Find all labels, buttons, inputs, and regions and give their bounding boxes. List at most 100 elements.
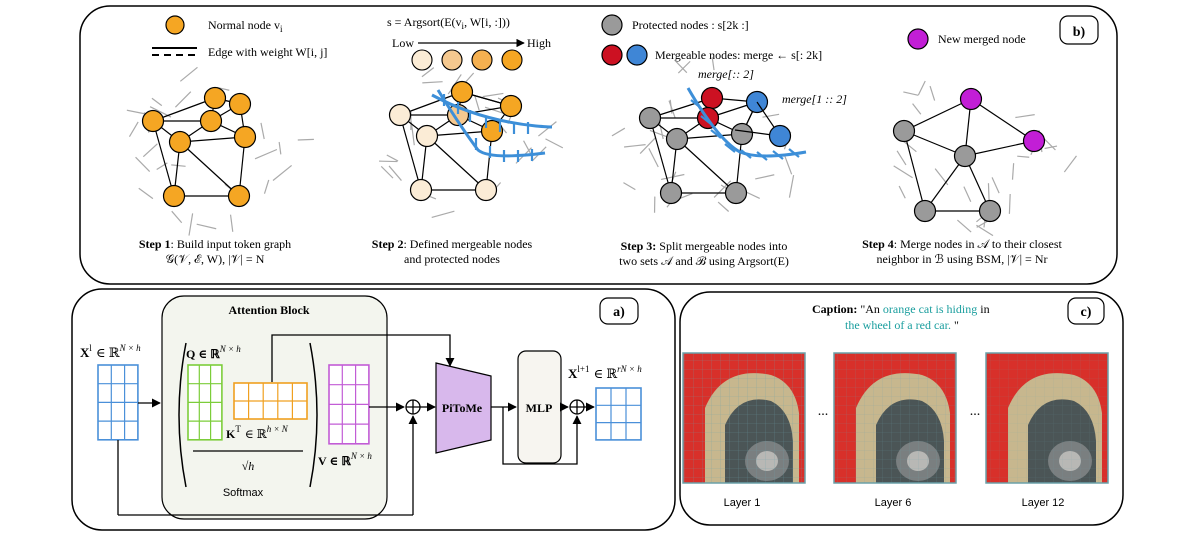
cut-tick: [772, 150, 784, 160]
ellipsis-2: ...: [970, 404, 981, 419]
graph-node: [499, 94, 523, 118]
legend-normal-node-icon: [165, 15, 185, 35]
graph-edge: [903, 130, 926, 212]
softmax-label: Softmax: [223, 487, 264, 499]
panel-b-badge: b): [1073, 25, 1086, 40]
layer-label-6: Layer 6: [875, 497, 912, 509]
caption-highlight-1: orange cat is hiding: [883, 302, 977, 316]
argsort-high: High: [527, 36, 551, 50]
cut-tick: [756, 151, 768, 161]
argsort-low: Low: [392, 36, 414, 50]
step2-line2: and protected nodes: [404, 252, 500, 266]
noise-edge: [421, 67, 435, 78]
graph-step-4: [892, 80, 1077, 237]
thumb-layer-6-grid: [834, 353, 956, 483]
graph-node: [659, 181, 683, 205]
noise-edge: [1011, 163, 1015, 180]
cut-tick: [788, 148, 800, 158]
caption-mid: in: [977, 302, 989, 316]
residual-add-2-plus: [570, 400, 584, 414]
cut-tick: [710, 129, 722, 139]
step3-bold: Step 3:: [621, 239, 657, 253]
noise-edge: [623, 182, 636, 191]
step1-line2: 𝒢(𝒱, ℰ, W), |𝒱| = N: [166, 252, 265, 266]
token-graphs: [126, 57, 1077, 237]
q-dim: N × h: [219, 344, 242, 354]
q-label: Q ∈ ℝ: [186, 347, 220, 361]
argsort-formula: s = Argsort(E(v: [387, 15, 462, 29]
k-dim: h × N: [267, 424, 289, 434]
x-out-label: X: [568, 366, 578, 381]
cut-curve-step2b: [436, 89, 546, 158]
x-out-sup: l+1: [577, 364, 589, 374]
graph-edge: [964, 140, 1035, 157]
graph-node: [638, 106, 662, 130]
noise-edge: [386, 154, 399, 162]
noise-edge: [229, 214, 234, 232]
graph-node: [162, 184, 186, 208]
noise-edge: [135, 156, 151, 172]
noise-edge: [639, 137, 656, 154]
flow-lines: [117, 334, 595, 516]
step2-line1: : Defined mergeable nodes: [403, 237, 532, 251]
noise-edge: [711, 57, 715, 71]
graph-node: [199, 109, 223, 133]
x-out-space: ∈ ℝ: [593, 366, 618, 381]
layer-label-1: Layer 1: [724, 497, 761, 509]
legend-mergeable: Mergeable nodes: merge ← s[: 2k]: [655, 48, 822, 62]
caption-quote-close: ": [951, 318, 959, 332]
noise-edge: [788, 175, 795, 198]
step1-bold: Step 1: [139, 237, 171, 251]
graph-edge: [426, 135, 487, 191]
merge-even-label: merge[:: 2]: [698, 67, 754, 81]
graph-node: [724, 181, 748, 205]
svg-text:Caption: "An orange cat is hid: Caption: "An orange cat is hiding in: [812, 302, 990, 316]
panel-a-badge-box: [599, 297, 639, 325]
noise-edge: [755, 174, 775, 180]
noise-edge: [648, 148, 659, 168]
legend-protected-icon: [601, 14, 623, 36]
v-label: V ∈ ℝ: [318, 454, 351, 468]
graph-node: [168, 130, 192, 154]
cut-tick: [724, 143, 736, 153]
noise-edge: [174, 91, 192, 108]
k-label: K: [226, 427, 236, 441]
thumb-layer-12: [985, 352, 1109, 484]
layer-thumbnails: [682, 352, 1109, 484]
graph-step-3: [611, 57, 795, 213]
right-paren: [309, 342, 318, 488]
noise-edge: [142, 143, 158, 158]
svg-text:Step 3: Split mergeable nodes: Step 3: Split mergeable nodes into: [621, 239, 788, 253]
x-out-matrix: [595, 387, 642, 441]
step3-line1: Split mergeable nodes into: [656, 239, 787, 253]
graph-node: [700, 86, 724, 110]
noise-edge: [422, 81, 443, 84]
residual-add-1-plus: [406, 400, 420, 414]
noise-edge: [388, 165, 402, 181]
graph-node: [768, 124, 792, 148]
svg-text:Normal node vi: Normal node vi: [208, 18, 283, 34]
noise-edge: [1017, 155, 1030, 158]
noise-edge: [263, 179, 270, 194]
rank-node-4: [501, 49, 523, 71]
graph-node: [913, 199, 937, 223]
merge-odd-label: merge[1 :: 2]: [782, 92, 847, 106]
noise-edge: [545, 138, 564, 149]
noise-edge: [128, 121, 139, 138]
svg-text:Xl+1∈ ℝrN × h: Xl+1∈ ℝrN × h: [568, 364, 642, 381]
noise-edge: [677, 60, 691, 74]
x-in-dim: N × h: [119, 343, 142, 353]
step2-bold: Step 2: [372, 237, 404, 251]
layer-label-12: Layer 12: [1022, 497, 1065, 509]
noise-edge: [713, 180, 732, 198]
x-in-matrix: [97, 364, 139, 441]
noise-edge: [611, 127, 626, 137]
v-matrix: [328, 364, 370, 445]
svg-text:KT∈ ℝh × N: KT∈ ℝh × N: [226, 424, 289, 441]
cut-tick: [690, 99, 702, 109]
noise-edge: [929, 85, 936, 101]
noise-edge: [912, 103, 922, 115]
noise-edge: [783, 153, 793, 175]
x-in-sup: l: [89, 343, 92, 353]
